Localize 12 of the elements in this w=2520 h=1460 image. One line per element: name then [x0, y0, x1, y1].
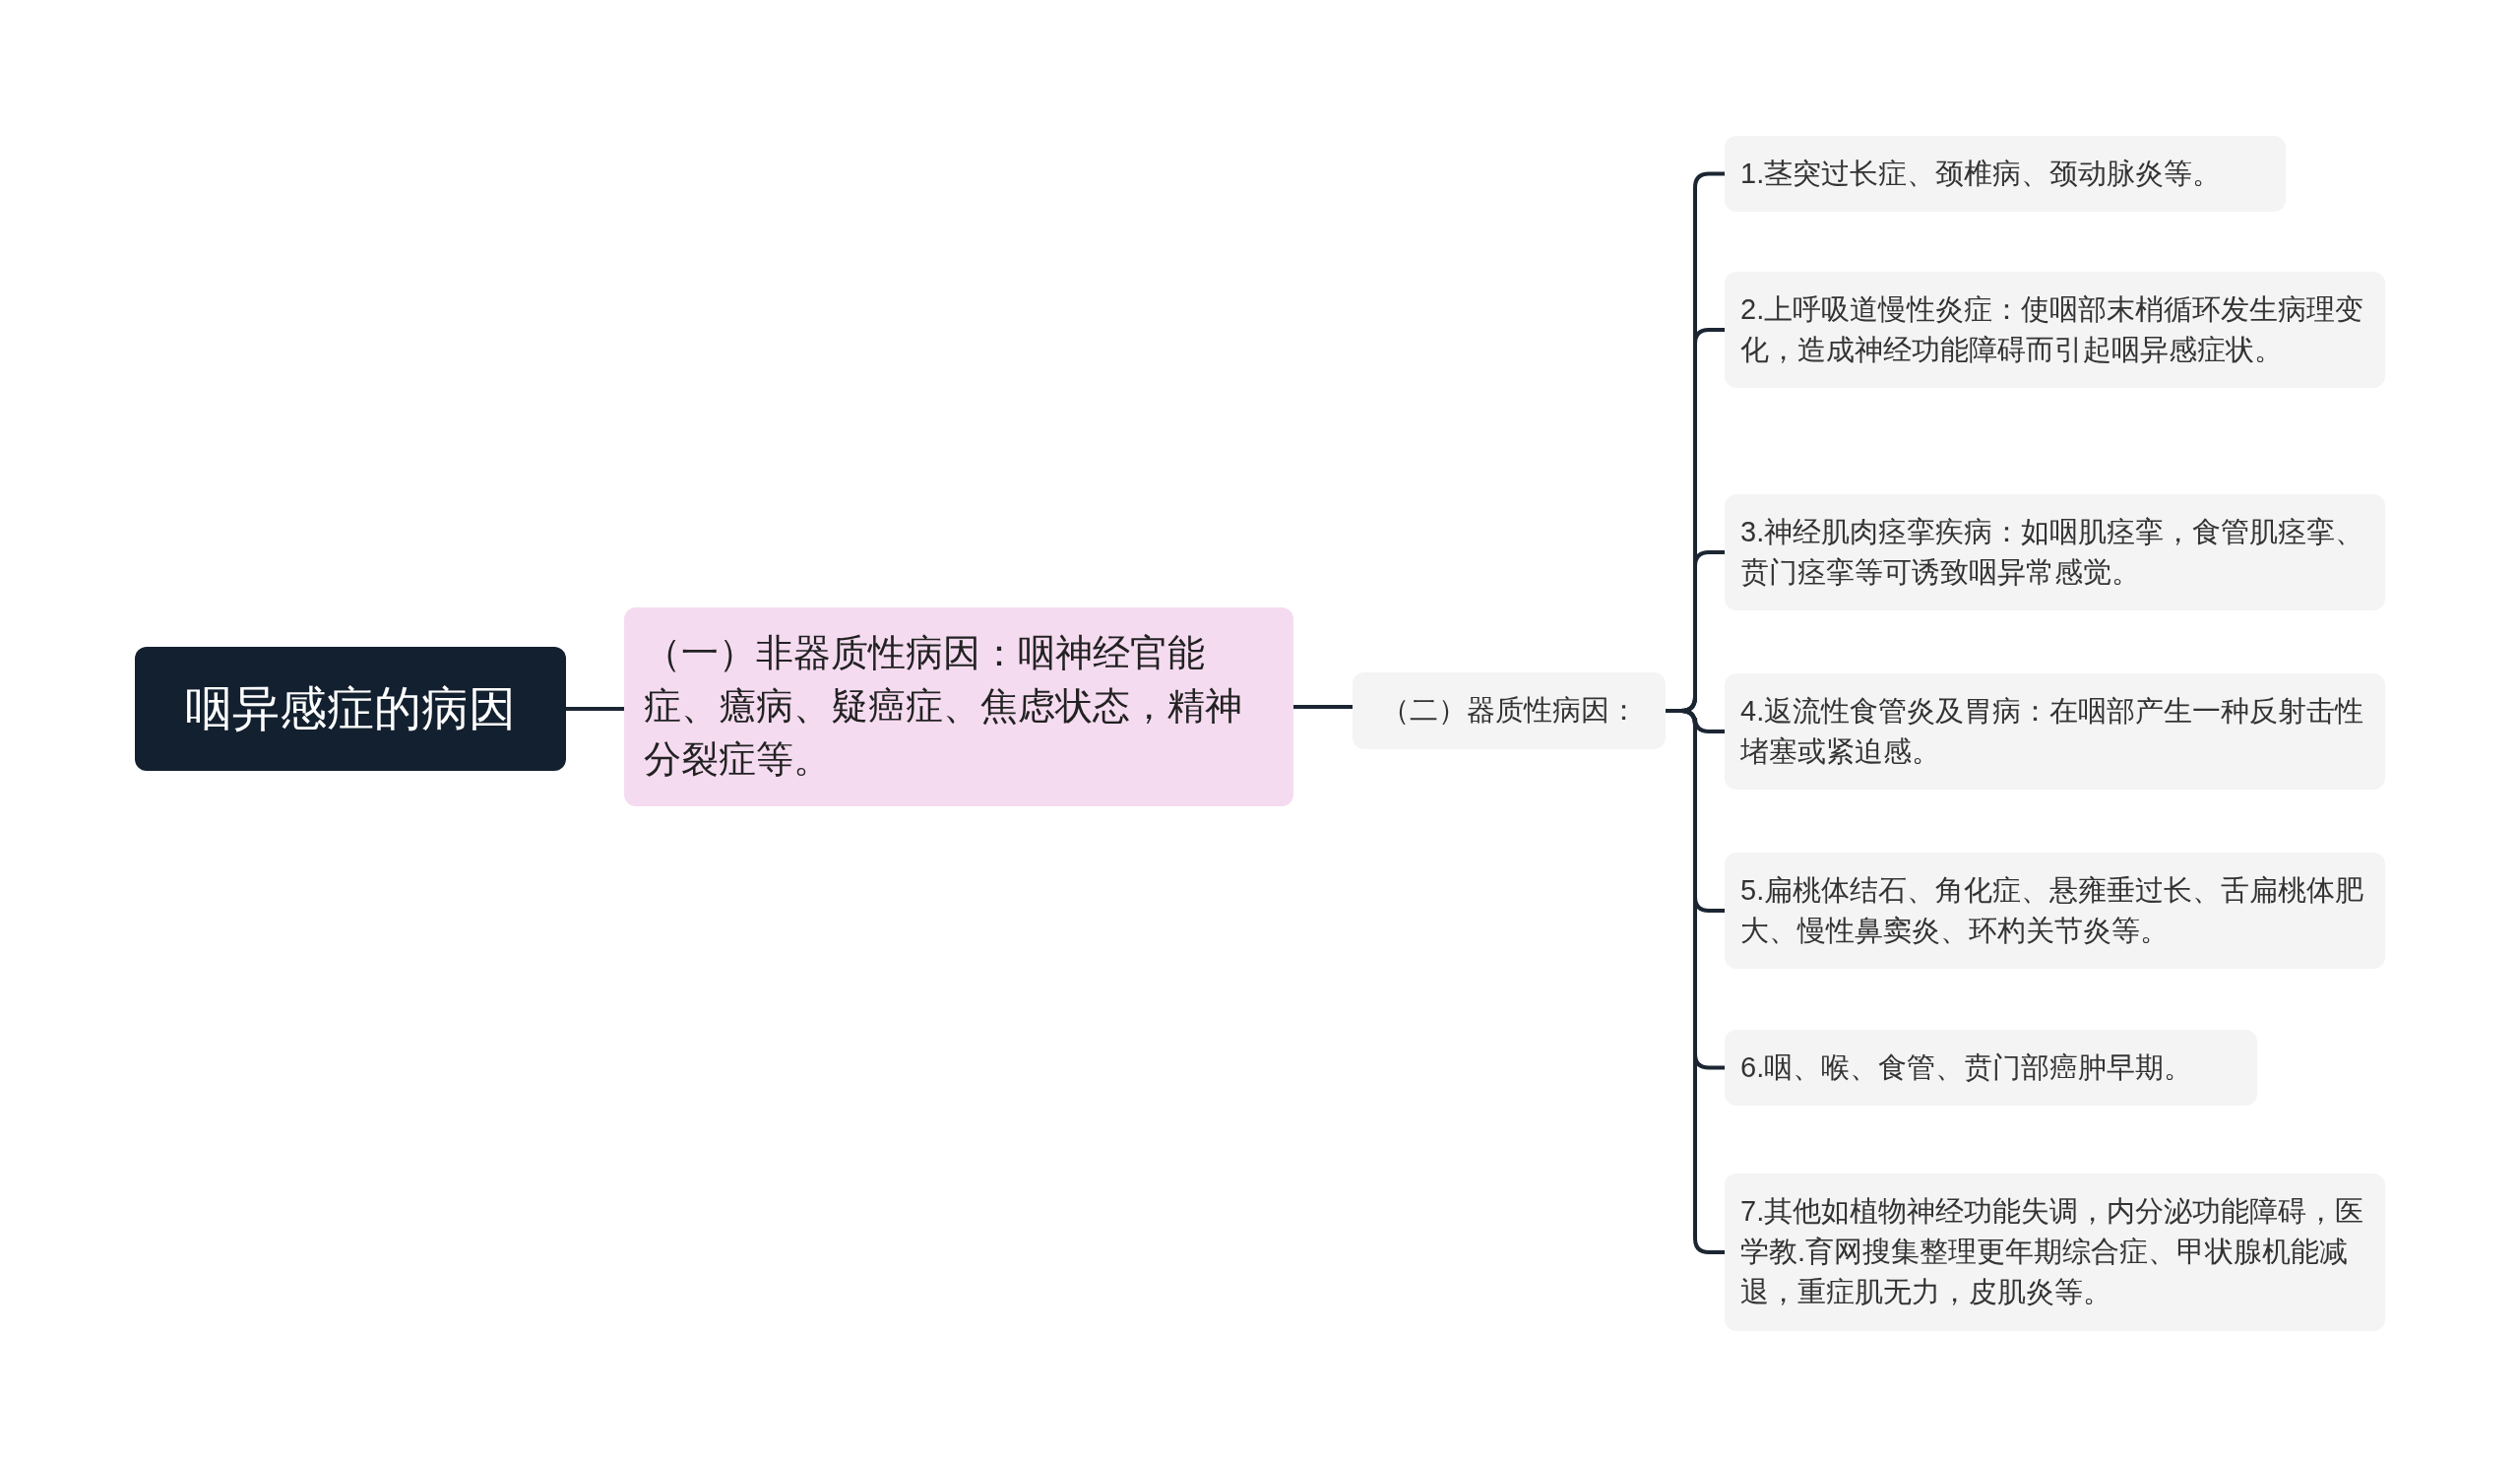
topic-box: （一）非器质性病因：咽神经官能症、癔病、疑癌症、焦虑状态，精神分裂症等。 [624, 607, 1293, 806]
connector-line [566, 707, 624, 711]
root-topic-box: 咽异感症的病因 [135, 647, 566, 772]
subtopic-box: 3.神经肌肉痉挛疾病：如咽肌痉挛，食管肌痉挛、贲门痉挛等可诱致咽异常感觉。 [1725, 494, 2385, 611]
subtopic-box: 5.扁桃体结石、角化症、悬雍垂过长、舌扁桃体肥大、慢性鼻窦炎、环杓关节炎等。 [1725, 853, 2385, 970]
subtopic-box: 7.其他如植物神经功能失调，内分泌功能障碍，医学教.育网搜集整理更年期综合症、甲状腺机能减退，重症肌无力，皮肌炎等。 [1725, 1174, 2385, 1331]
subtopic-box: 4.返流性食管炎及胃病：在咽部产生一种反射击性堵塞或紧迫感。 [1725, 673, 2385, 791]
topic-box: （二）器质性病因： [1353, 672, 1666, 749]
connector-line [1293, 705, 1353, 709]
subtopic-box: 1.茎突过长症、颈椎病、颈动脉炎等。 [1725, 136, 2286, 213]
subtopic-box: 2.上呼吸道慢性炎症：使咽部末梢循环发生病理变化，造成神经功能障碍而引起咽异感症状。 [1725, 272, 2385, 389]
subtopic-box: 6.咽、喉、食管、贲门部癌肿早期。 [1725, 1030, 2257, 1107]
